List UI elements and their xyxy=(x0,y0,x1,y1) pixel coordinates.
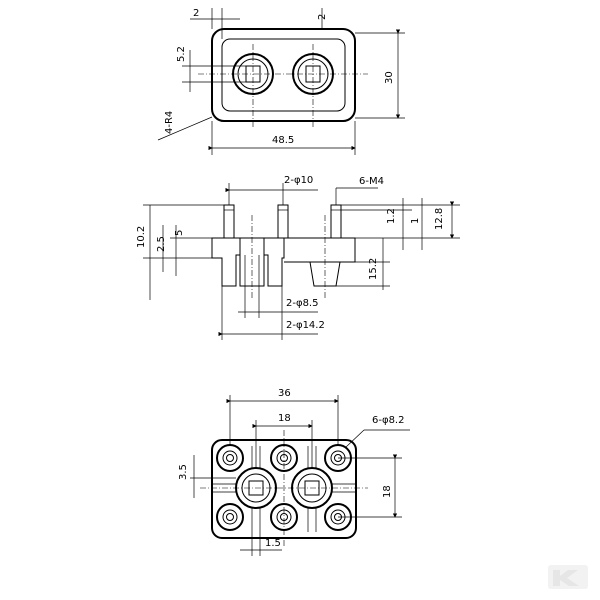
dim-height: 18 xyxy=(382,485,393,498)
dim-overall: 12.8 xyxy=(434,208,445,230)
dim-hole-height: 5.2 xyxy=(176,46,187,62)
dim-wall: 2 xyxy=(193,8,199,19)
dim-step: 5 xyxy=(174,230,185,236)
dim-pin-top: 1.2 xyxy=(386,208,397,224)
top-view: 2 2 5.2 30 4-R4 48.5 xyxy=(157,8,405,155)
dim-gap: 1.5 xyxy=(265,538,281,549)
terminal-hole xyxy=(216,503,244,531)
dim-pin-mid: 1 xyxy=(410,218,421,224)
hatched-section xyxy=(211,237,241,287)
watermark-k-mark xyxy=(553,570,579,586)
dim-small: 3.5 xyxy=(178,464,189,480)
terminal-hole-core xyxy=(226,454,234,462)
dim-holes: 6-φ8.2 xyxy=(372,415,404,426)
terminal-hole-inner xyxy=(222,509,238,525)
dim-outer: 2-φ14.2 xyxy=(286,320,325,331)
leader-line xyxy=(157,116,213,141)
bottom-view: 36 18 6-φ8.2 3.5 18 1.5 xyxy=(178,388,410,556)
dim-flange: 2.5 xyxy=(156,236,167,252)
dim-span: 36 xyxy=(278,388,291,399)
dim-body: 15.2 xyxy=(368,258,379,280)
terminal-hole xyxy=(216,444,244,472)
dim-width: 48.5 xyxy=(272,135,294,146)
dim-bore: 2-φ8.5 xyxy=(286,298,318,309)
terminal-hole-inner xyxy=(222,450,238,466)
hatched-section xyxy=(263,237,285,287)
watermark-logo xyxy=(548,565,588,589)
dim-thread: 6-M4 xyxy=(359,176,384,187)
terminal-hole-core xyxy=(226,513,234,521)
dim-height: 30 xyxy=(384,71,395,84)
side-view: 2-φ10 6-M4 10.2 2.5 5 1.2 1 12.8 15.2 xyxy=(136,175,460,340)
dim-corner: 4-R4 xyxy=(164,111,175,134)
body-right xyxy=(284,237,356,287)
dim-pitch: 18 xyxy=(278,413,291,424)
dim-total: 10.2 xyxy=(136,226,147,248)
dim-top-right: 2 xyxy=(317,14,328,20)
leader-line xyxy=(345,429,365,448)
dim-pin-dia: 2-φ10 xyxy=(284,175,313,186)
inner-body xyxy=(221,38,346,112)
outer-body xyxy=(211,28,356,122)
